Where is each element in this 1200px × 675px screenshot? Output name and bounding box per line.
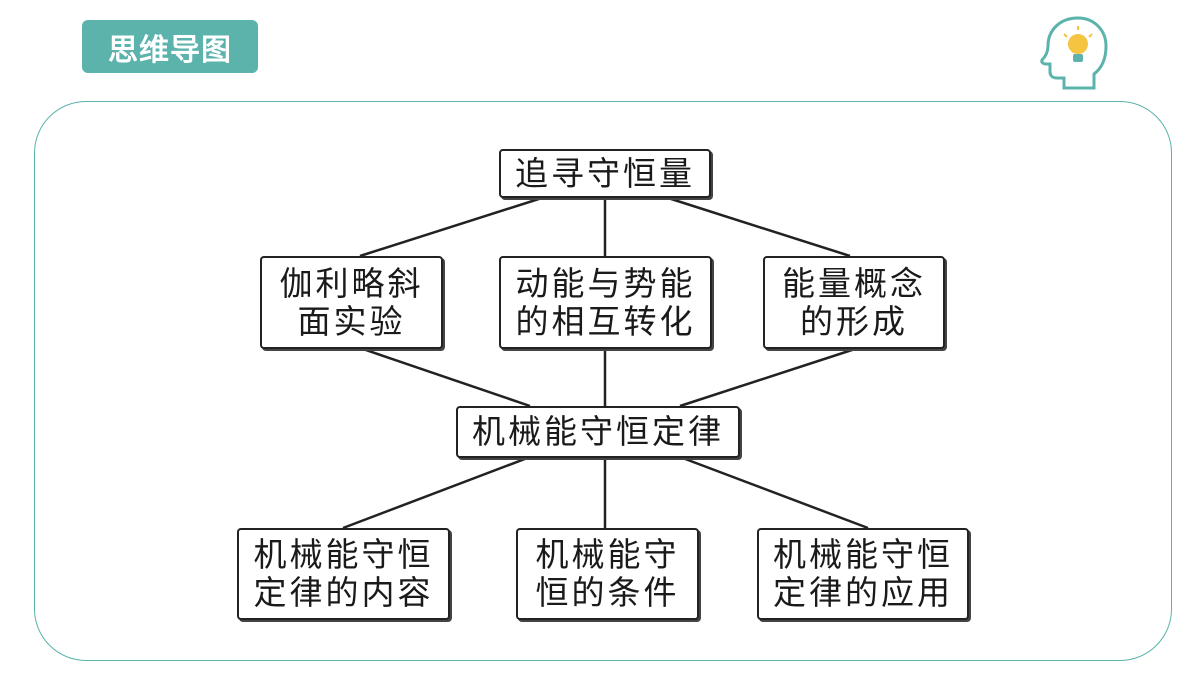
node-branch-energy-conversion: 动能与势能的相互转化: [499, 256, 712, 349]
node-leaf-application: 机械能守恒定律的应用: [757, 528, 969, 620]
link-center-leaf1: [342, 455, 531, 530]
link-root-branch1: [359, 195, 546, 258]
node-root: 追寻守恒量: [499, 149, 711, 198]
node-center: 机械能守恒定律: [456, 406, 740, 458]
node-leaf-condition: 机械能守恒的条件: [516, 528, 699, 620]
node-branch-energy-concept: 能量概念的形成: [763, 256, 945, 349]
node-branch-galileo: 伽利略斜面实验: [260, 256, 443, 349]
link-branch1-center: [359, 346, 531, 408]
link-branch3-center: [679, 346, 859, 408]
link-center-leaf3: [679, 455, 869, 530]
head-lightbulb-icon: [1040, 16, 1108, 90]
node-leaf-content: 机械能守恒定律的内容: [237, 528, 450, 620]
link-root-branch3: [664, 195, 851, 258]
page-title: 思维导图: [82, 20, 258, 73]
